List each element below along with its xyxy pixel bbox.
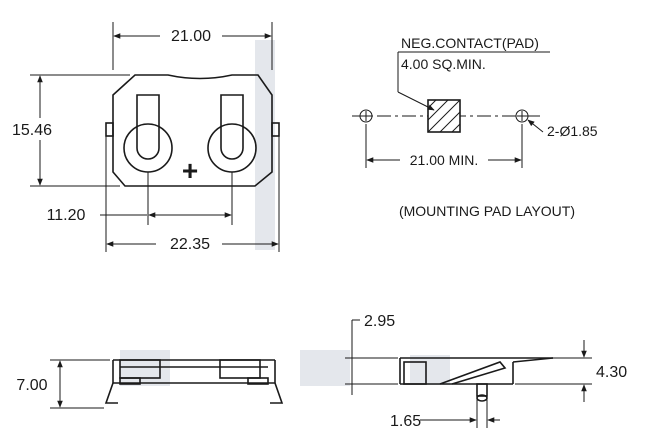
dim-hole: 2-Ø1.85: [547, 123, 598, 139]
end-view-dimensions: [345, 319, 592, 428]
right-contact-ring: [207, 123, 257, 173]
left-contact-ring: [123, 123, 173, 173]
pad-layout-title: (MOUNTING PAD LAYOUT): [399, 203, 575, 219]
right-tab: [271, 122, 280, 137]
side-view-dimensions: [50, 359, 110, 409]
dim-pitch: 11.20: [47, 207, 86, 224]
left-tab: [105, 122, 114, 137]
left-contact-slot: [136, 94, 160, 160]
dim-side-height: 7.00: [16, 377, 47, 394]
pad-layout-labels: NEG.CONTACT(PAD) 4.00 SQ.MIN. 2-Ø1.85 21…: [399, 35, 598, 219]
right-hole: [515, 109, 529, 123]
holder-outline: [112, 74, 273, 187]
pad-layout: [352, 51, 550, 168]
dim-height: 15.46: [12, 122, 52, 139]
dim-lead-width: 1.65: [390, 413, 421, 430]
right-contact-slot: [220, 94, 244, 160]
dim-end-top: 2.95: [364, 313, 395, 330]
dim-pad-spacing: 21.00 MIN.: [410, 152, 478, 168]
plus-sign: +: [182, 155, 198, 186]
dim-width: 21.00: [171, 28, 211, 45]
callout-neg-contact: NEG.CONTACT(PAD): [401, 35, 539, 51]
callout-pad-size: 4.00 SQ.MIN.: [401, 56, 486, 72]
left-hole: [359, 109, 373, 123]
dim-overall: 22.35: [170, 236, 210, 253]
top-view-dim-labels: 21.00 15.46 11.20 22.35: [4, 24, 222, 253]
dim-end-height: 4.30: [596, 364, 627, 381]
top-view: [105, 74, 280, 187]
side-view: [104, 359, 284, 404]
end-view: [399, 357, 554, 402]
